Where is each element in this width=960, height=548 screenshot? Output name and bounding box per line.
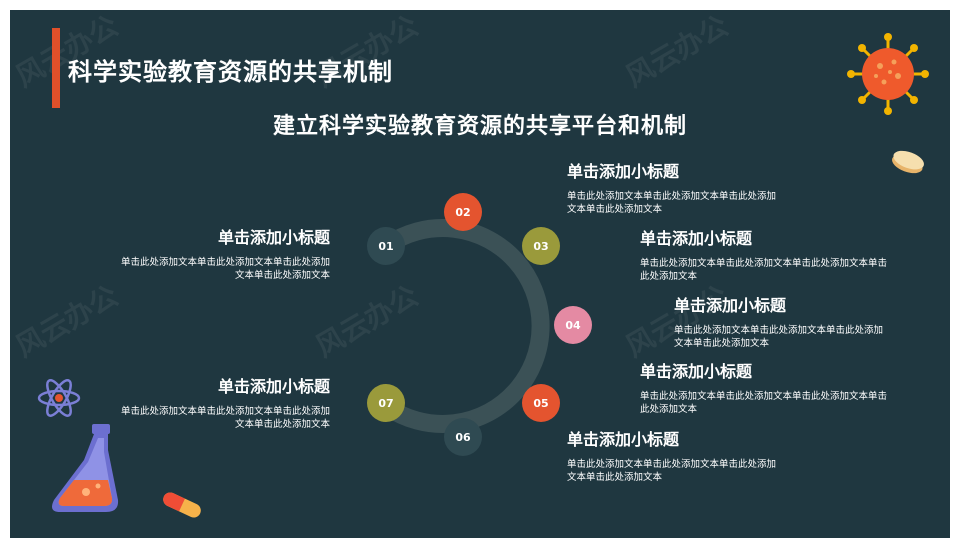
step-node-04: 04 (554, 306, 592, 344)
step-body: 单击此处添加文本单击此处添加文本单击此处添加文本单击此处添加文本 (120, 257, 330, 281)
step-item-07: 单击添加小标题 单击此处添加文本单击此处添加文本单击此处添加文本单击此处添加文本 (120, 373, 330, 431)
pill-icon (892, 150, 924, 174)
step-heading: 单击添加小标题 (674, 296, 787, 315)
step-heading: 单击添加小标题 (217, 228, 330, 247)
step-body: 单击此处添加文本单击此处添加文本单击此处添加文本单击此处添加文本 (640, 391, 888, 415)
atom-icon (37, 379, 81, 417)
step-heading: 单击添加小标题 (217, 377, 330, 396)
step-body: 单击此处添加文本单击此处添加文本单击此处添加文本单击此处添加文本 (674, 325, 884, 349)
step-node-03: 03 (522, 227, 560, 265)
step-heading: 单击添加小标题 (640, 229, 753, 248)
step-body: 单击此处添加文本单击此处添加文本单击此处添加文本单击此处添加文本 (567, 191, 777, 215)
step-node-06: 06 (444, 418, 482, 456)
step-body: 单击此处添加文本单击此处添加文本单击此处添加文本单击此处添加文本 (120, 406, 330, 430)
step-node-05: 05 (522, 384, 560, 422)
step-item-04: 单击添加小标题 单击此处添加文本单击此处添加文本单击此处添加文本单击此处添加文本 (674, 292, 884, 350)
virus-icon (847, 33, 929, 115)
capsule-icon (163, 492, 201, 518)
page-subtitle: 建立科学实验教育资源的共享平台和机制 (272, 114, 687, 139)
slide: 风云办公 风云办公 风云办公 风云办公 风云办公 风云办公 科学实验教育资源的共… (10, 10, 950, 538)
step-item-06: 单击添加小标题 单击此处添加文本单击此处添加文本单击此处添加文本单击此处添加文本 (567, 426, 777, 484)
step-body: 单击此处添加文本单击此处添加文本单击此处添加文本单击此处添加文本 (640, 258, 888, 282)
title-accent-bar (52, 28, 60, 108)
step-node-02: 02 (444, 193, 482, 231)
step-heading: 单击添加小标题 (640, 362, 753, 381)
step-heading: 单击添加小标题 (567, 162, 680, 181)
step-node-01: 01 (367, 227, 405, 265)
step-item-02: 单击添加小标题 单击此处添加文本单击此处添加文本单击此处添加文本单击此处添加文本 (567, 158, 777, 216)
step-heading: 单击添加小标题 (567, 430, 680, 449)
page-title: 科学实验教育资源的共享机制 (68, 58, 393, 86)
step-body: 单击此处添加文本单击此处添加文本单击此处添加文本单击此处添加文本 (567, 459, 777, 483)
step-item-01: 单击添加小标题 单击此处添加文本单击此处添加文本单击此处添加文本单击此处添加文本 (120, 224, 330, 282)
step-item-05: 单击添加小标题 单击此处添加文本单击此处添加文本单击此处添加文本单击此处添加文本 (640, 358, 890, 416)
flask-icon (52, 424, 119, 512)
step-item-03: 单击添加小标题 单击此处添加文本单击此处添加文本单击此处添加文本单击此处添加文本 (640, 225, 890, 283)
step-node-07: 07 (367, 384, 405, 422)
